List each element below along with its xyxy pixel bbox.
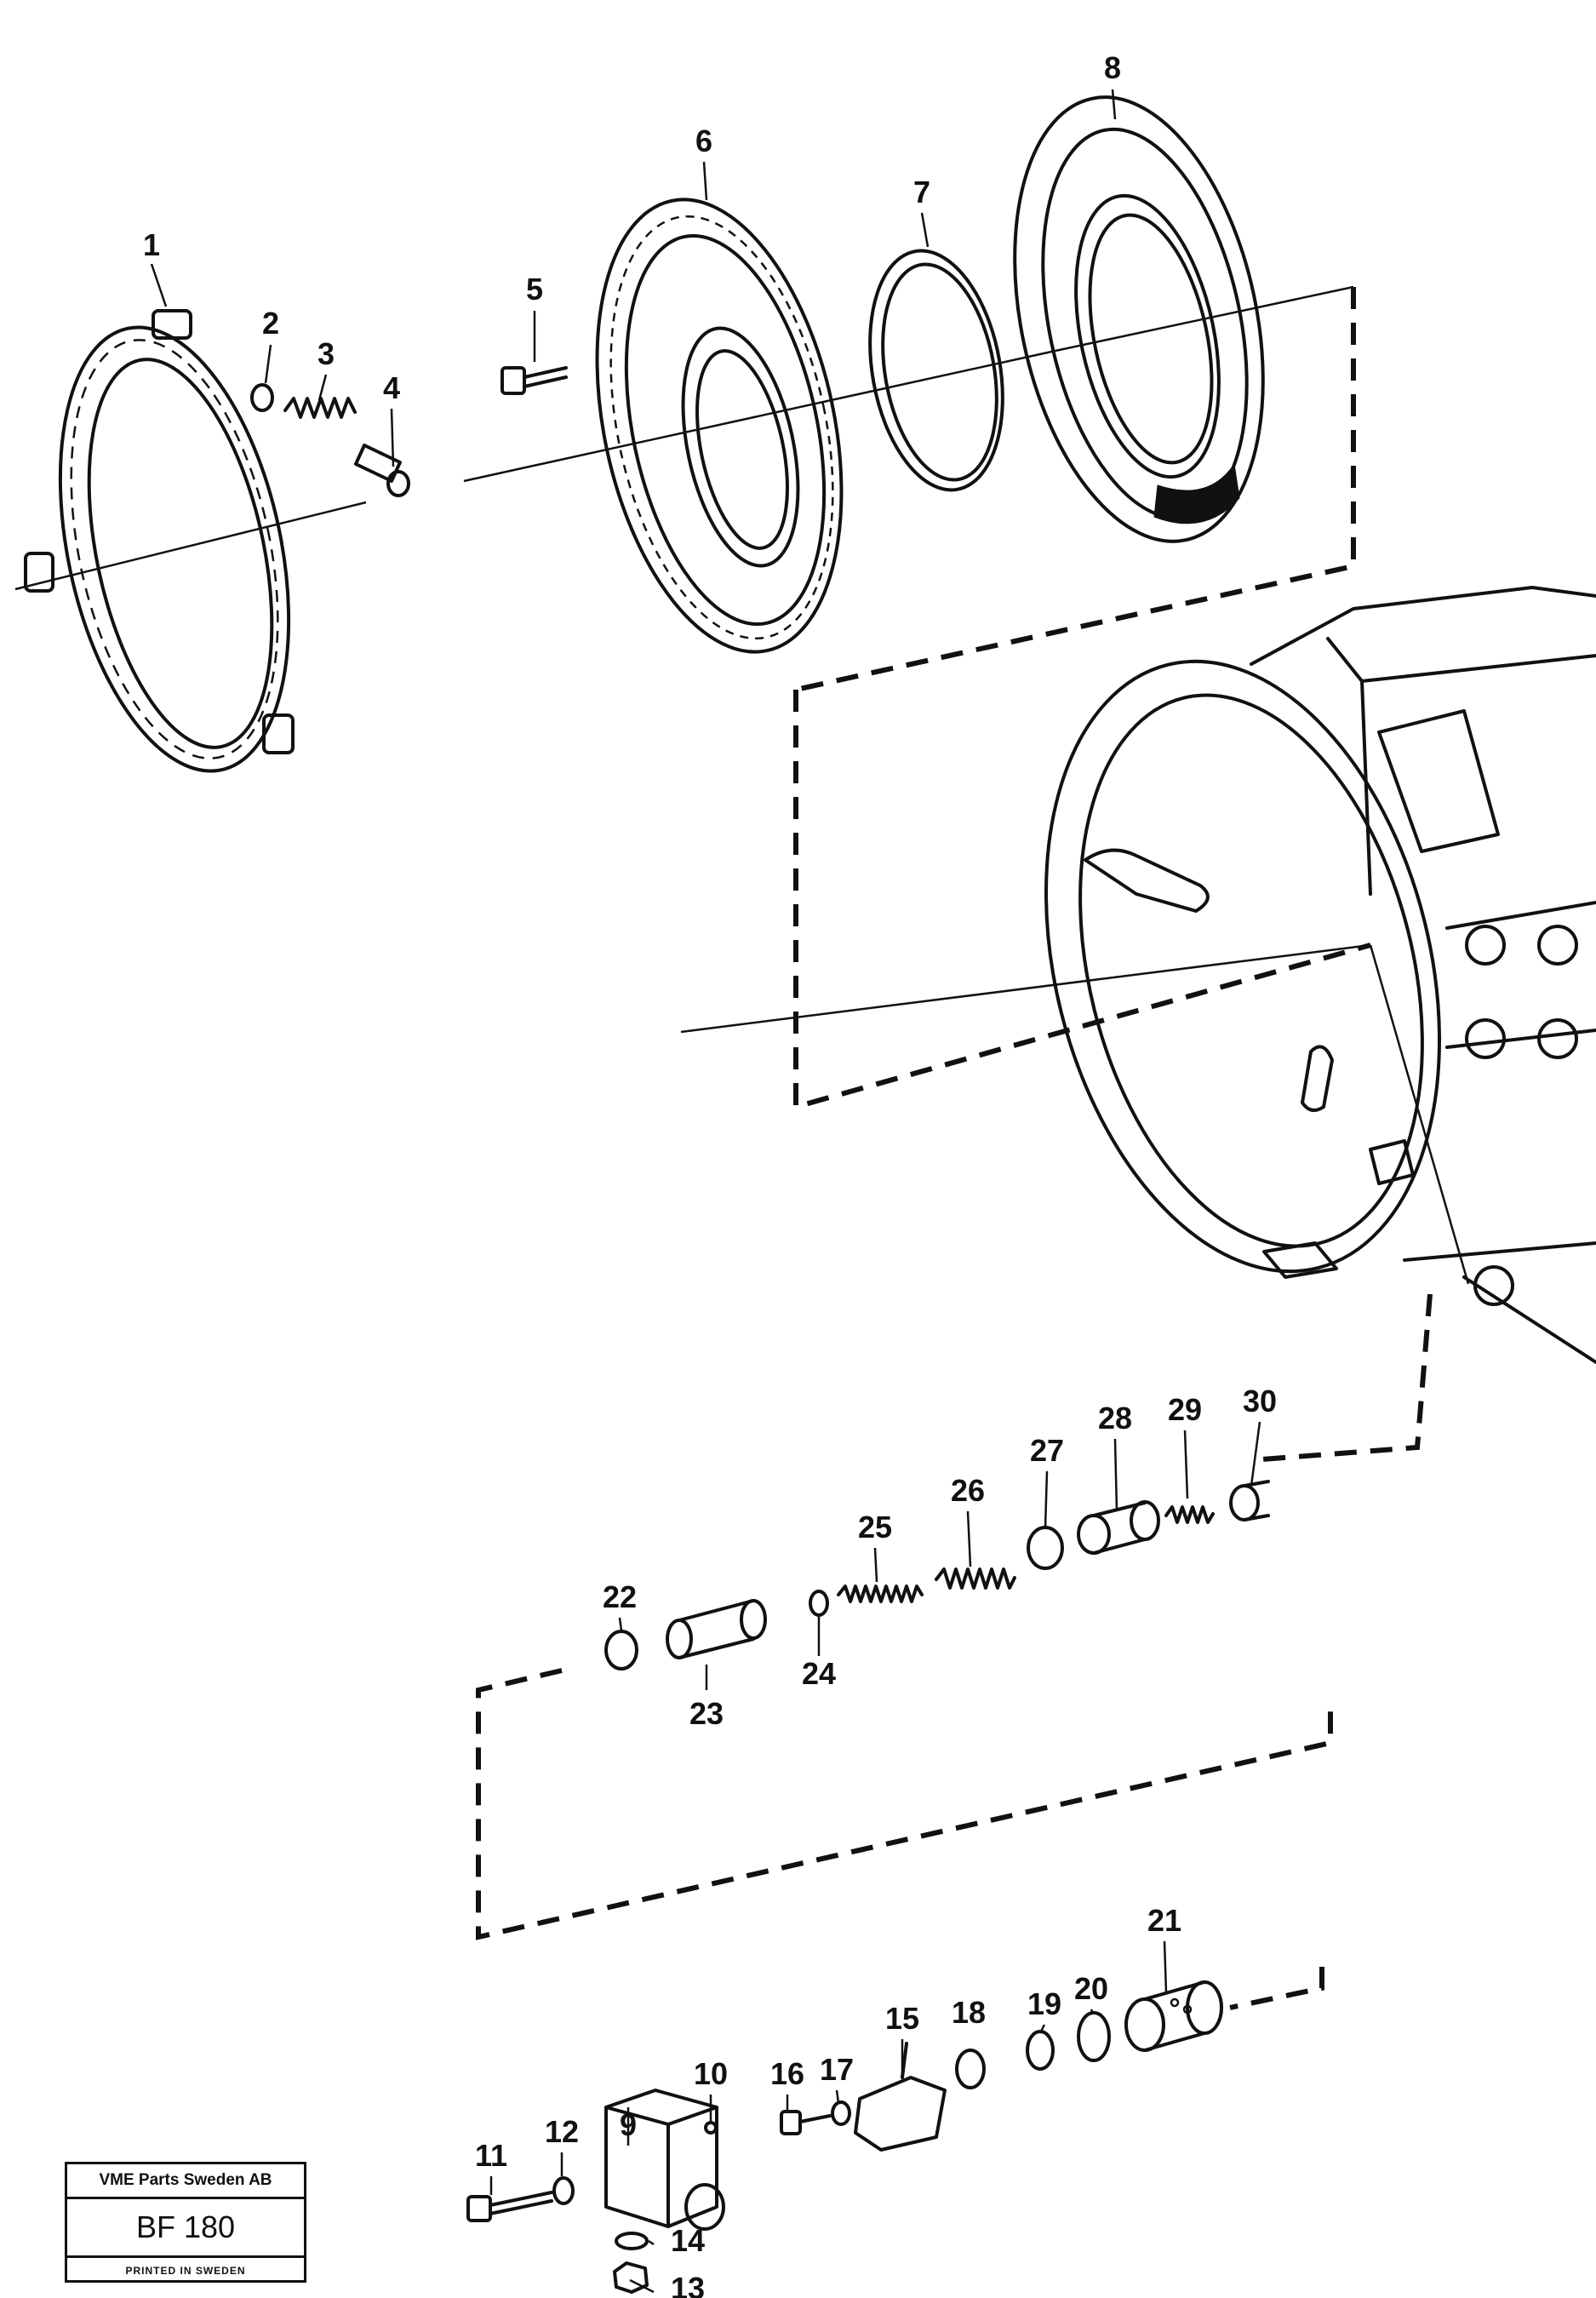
part-21-sleeve [1124,1980,1223,2052]
callout-15: 15 [885,2001,919,2036]
part-27-cup [1027,1526,1064,1570]
part-14-o-ring [615,2232,649,2250]
part-6-pump-wheel [595,198,844,654]
part-30-plug [1229,1480,1270,1521]
part-1-ring-carrier [24,309,295,773]
callout-10: 10 [694,2056,728,2091]
part-20-o-ring [1077,2011,1111,2062]
part-23-spool [666,1599,767,1659]
callout-22: 22 [603,1579,637,1614]
callout-9: 9 [620,2107,637,2142]
part-5-bolt [501,366,568,395]
callout-2: 2 [262,306,279,341]
callout-29: 29 [1168,1392,1202,1427]
part-12-washer [552,2176,575,2205]
callout-4: 4 [383,370,400,405]
part-7-snap-ring [868,249,1004,492]
callout-21: 21 [1147,1903,1181,1938]
callout-24: 24 [802,1656,836,1691]
part-19-o-ring [1026,2030,1055,2071]
assembly-axis-lines [14,285,1470,1285]
callout-18: 18 [952,1995,986,2030]
callout-5: 5 [526,272,543,307]
part-4-pin [354,444,410,497]
callout-17: 17 [820,2052,854,2087]
callout-19: 19 [1027,1986,1061,2021]
title-block: VME Parts Sweden AB BF 180 PRINTED IN SW… [65,2162,306,2283]
callout-1: 1 [143,227,160,262]
part-11-bolt [466,2191,553,2222]
part-9-valve-housing [604,2089,725,2231]
company-name: VME Parts Sweden AB [67,2164,304,2199]
callout-23: 23 [689,1696,724,1731]
dashed-assembly-frames [476,287,1433,2010]
print-note: PRINTED IN SWEDEN [125,2265,246,2277]
part-16-bolt [780,2110,832,2135]
callout-14: 14 [671,2223,705,2258]
part-17-washer [831,2100,851,2126]
part-26-spring [935,1567,1016,1590]
part-3-spring [283,397,357,419]
callout-13: 13 [671,2271,705,2298]
part-15-cover [854,2042,947,2152]
callout-11: 11 [475,2138,507,2173]
callout-28: 28 [1098,1401,1132,1436]
part-8-seal-plate [1013,95,1265,543]
part-29-spring [1164,1505,1215,1524]
callout-30: 30 [1243,1384,1277,1418]
callout-16: 16 [770,2056,804,2091]
callout-8: 8 [1104,50,1121,85]
drawing-code: BF 180 [67,2199,304,2258]
callout-26: 26 [951,1473,985,1508]
part-28-piston [1077,1500,1160,1555]
callout-20: 20 [1074,1971,1108,2006]
part-13-plug [613,2261,649,2294]
callout-7: 7 [913,175,930,209]
part-10-ball [704,2121,718,2135]
callout-25: 25 [858,1510,892,1544]
callout-labels: 1 2 3 4 5 6 7 8 9 10 11 12 13 14 15 16 1… [143,50,1277,2298]
transmission-housing [1044,586,1596,1364]
part-18-o-ring [955,2049,986,2089]
callout-27: 27 [1030,1433,1064,1468]
callout-6: 6 [695,123,712,158]
callout-leaders [150,89,1261,2294]
part-25-spring [837,1585,924,1603]
callout-12: 12 [545,2114,579,2149]
part-22-o-ring [604,1630,638,1670]
callout-3: 3 [317,336,335,371]
part-24-washer [809,1590,829,1617]
part-2-nut [250,383,274,412]
